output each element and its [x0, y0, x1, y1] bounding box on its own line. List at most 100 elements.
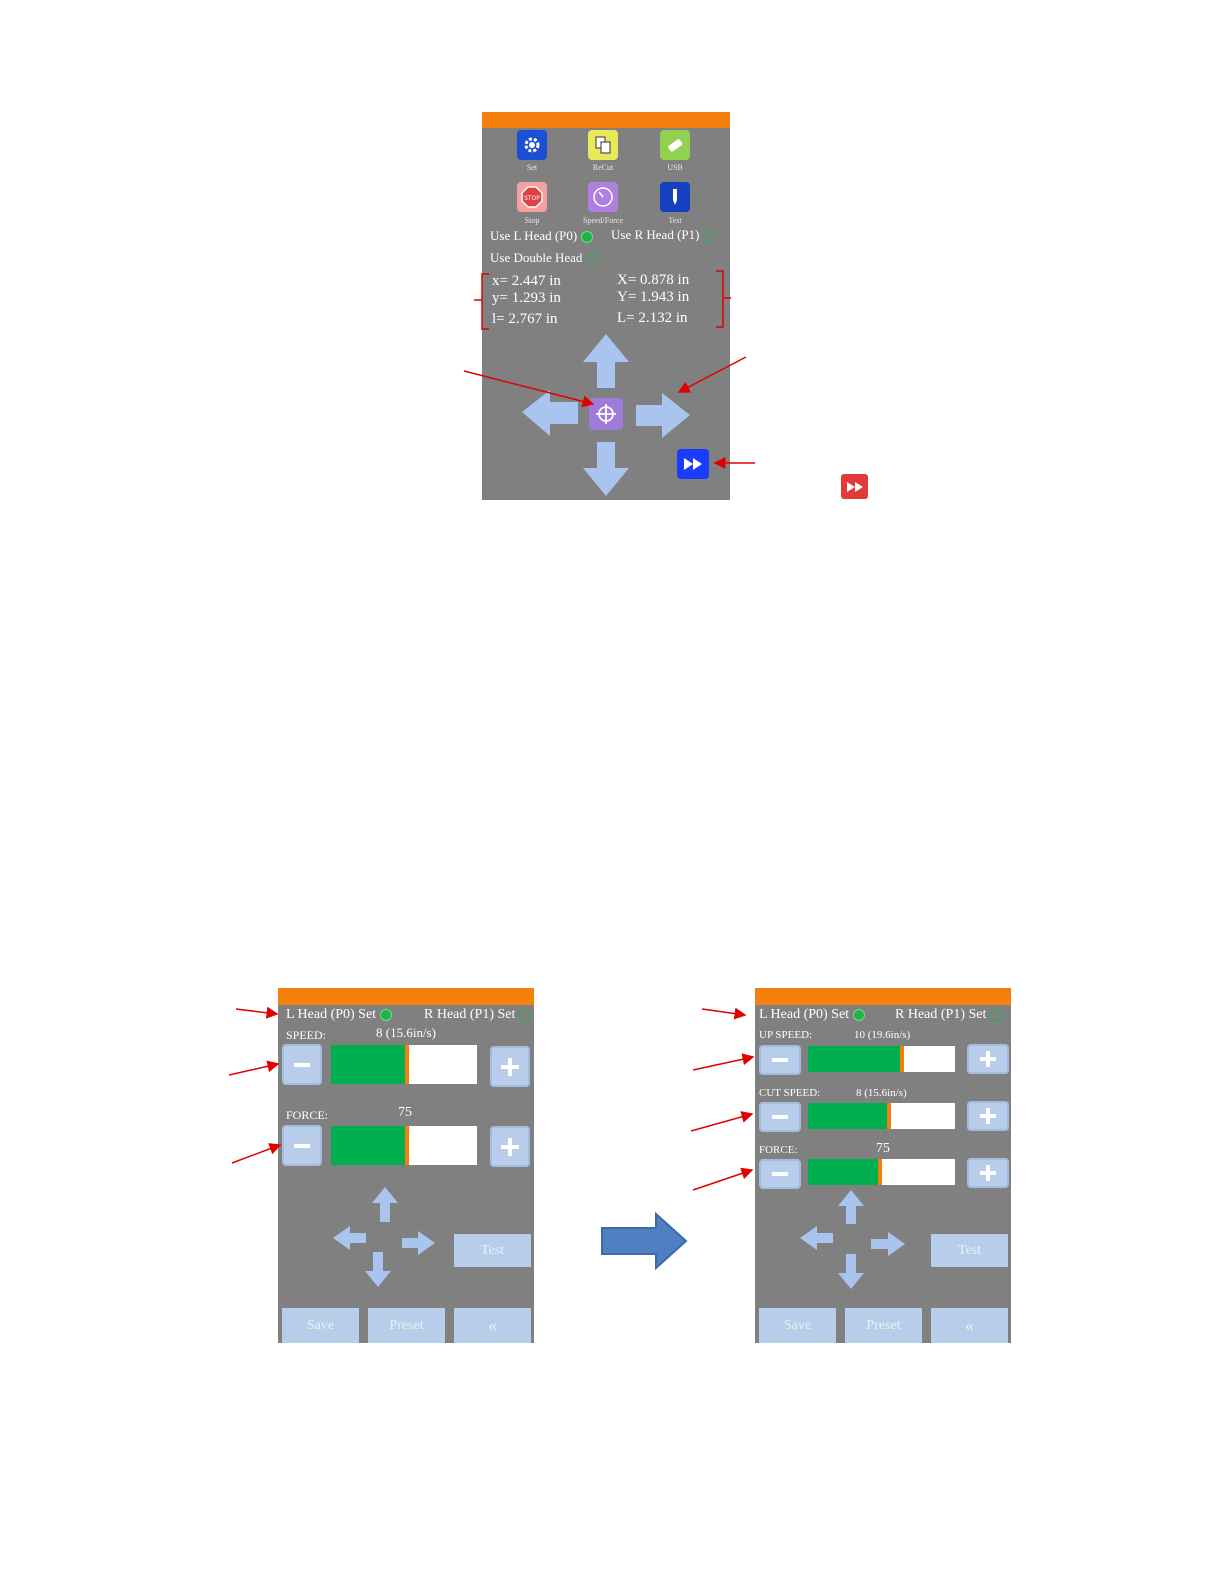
gear-icon — [524, 137, 540, 153]
test-button[interactable]: Test — [931, 1234, 1008, 1267]
save-button[interactable]: Save — [282, 1308, 359, 1343]
arrow-down-icon — [365, 1252, 391, 1287]
recut-label: ReCut — [592, 163, 614, 172]
speed-plus-button[interactable] — [490, 1046, 530, 1087]
arrow-up-icon — [372, 1187, 398, 1222]
title-bar — [278, 988, 534, 1005]
force-value: 75 — [876, 1141, 890, 1156]
speed-minus-button[interactable] — [282, 1044, 322, 1085]
recut-button[interactable] — [588, 130, 618, 160]
top-screen: Set ReCut USB STOP Stop Speed/Force Test — [482, 112, 730, 500]
force-plus-button[interactable] — [967, 1158, 1009, 1188]
r-head-option[interactable]: R Head (P1) Set — [424, 1007, 532, 1023]
transition-arrow-icon — [601, 1212, 688, 1270]
double-head-indicator-icon — [586, 253, 599, 266]
fast-forward-icon — [684, 458, 702, 470]
crosshair-icon — [596, 404, 616, 424]
origin-button[interactable] — [589, 398, 623, 430]
annotation-arrow — [692, 1053, 755, 1071]
cut-speed-plus-button[interactable] — [967, 1101, 1009, 1131]
force-bar[interactable] — [808, 1159, 955, 1185]
minus-icon — [772, 1115, 788, 1119]
jog-pad — [333, 1187, 435, 1287]
arrow-right-icon — [636, 393, 690, 438]
force-plus-button[interactable] — [490, 1126, 530, 1167]
up-speed-bar[interactable] — [808, 1046, 955, 1072]
set-button[interactable] — [517, 130, 547, 160]
cut-speed-label: CUT SPEED: — [759, 1087, 821, 1099]
minus-icon — [772, 1058, 788, 1062]
speed-label: SPEED: — [286, 1028, 327, 1042]
preset-button[interactable]: Preset — [845, 1308, 922, 1343]
speed-force-label: Speed/Force — [583, 216, 623, 225]
test-button[interactable]: Test — [454, 1234, 531, 1267]
test-button[interactable] — [660, 182, 690, 212]
speed-bar[interactable] — [331, 1045, 477, 1084]
back-button[interactable]: « — [931, 1308, 1008, 1343]
annotation-arrow — [690, 1111, 754, 1132]
speed-force-button[interactable] — [588, 182, 618, 212]
use-double-head-label: Use Double Head — [490, 250, 583, 265]
r-head-label: R Head (P1) Set — [895, 1007, 987, 1022]
arrow-right-icon — [871, 1232, 905, 1256]
coord-right-l: L= 2.132 in — [617, 310, 688, 326]
save-button[interactable]: Save — [759, 1308, 836, 1343]
force-minus-button[interactable] — [282, 1125, 322, 1166]
force-label: FORCE: — [759, 1144, 798, 1156]
test-label: Test — [668, 216, 682, 225]
force-label: FORCE: — [286, 1108, 329, 1122]
r-head-option[interactable]: R Head (P1) Set — [895, 1007, 1003, 1023]
speed-value: 8 (15.6in/s) — [376, 1025, 436, 1040]
left-settings-screen: L Head (P0) Set R Head (P1) Set SPEED: 8… — [278, 988, 534, 1343]
arrow-up-icon — [583, 334, 629, 388]
use-l-head-option[interactable]: Use L Head (P0) — [490, 228, 594, 244]
coord-right-x: X= 0.878 in — [617, 272, 690, 288]
right-settings-screen: L Head (P0) Set R Head (P1) Set UP SPEED… — [755, 988, 1011, 1343]
annotation-arrow — [692, 1167, 754, 1191]
force-value: 75 — [398, 1105, 412, 1120]
plus-icon — [980, 1165, 996, 1181]
plus-icon — [501, 1137, 519, 1156]
minus-icon — [294, 1143, 310, 1148]
force-minus-button[interactable] — [759, 1159, 801, 1189]
plus-icon — [501, 1057, 519, 1076]
cut-speed-minus-button[interactable] — [759, 1102, 801, 1132]
recut-icon — [595, 136, 611, 154]
cut-speed-value: 8 (15.6in/s) — [856, 1087, 907, 1099]
l-head-label: L Head (P0) Set — [759, 1007, 850, 1022]
stop-icon: STOP — [521, 186, 543, 208]
up-speed-value: 10 (19.6in/s) — [854, 1029, 911, 1041]
preset-button[interactable]: Preset — [368, 1308, 445, 1343]
usb-button[interactable] — [660, 130, 690, 160]
fast-move-button[interactable] — [677, 449, 709, 479]
title-bar — [482, 112, 730, 128]
up-speed-plus-button[interactable] — [967, 1044, 1009, 1074]
annotation-arrow — [228, 1060, 280, 1076]
back-button[interactable]: « — [454, 1308, 531, 1343]
svg-text:STOP: STOP — [524, 195, 540, 202]
annotation-arrow — [231, 1143, 282, 1164]
coord-left-y: y= 1.293 in — [492, 290, 561, 306]
l-head-indicator-icon — [581, 231, 594, 244]
use-r-head-label: Use R Head (P1) — [611, 227, 700, 242]
arrow-up-icon — [838, 1190, 864, 1224]
l-head-option[interactable]: L Head (P0) Set — [286, 1007, 393, 1023]
annotation-arrow — [701, 1007, 747, 1020]
l-head-option[interactable]: L Head (P0) Set — [759, 1007, 866, 1023]
up-speed-minus-button[interactable] — [759, 1045, 801, 1075]
cut-speed-bar[interactable] — [808, 1103, 955, 1129]
minus-icon — [772, 1172, 788, 1176]
r-head-indicator-icon — [703, 230, 716, 243]
r-head-indicator-icon — [519, 1008, 532, 1021]
use-double-head-option[interactable]: Use Double Head — [490, 250, 599, 266]
arrow-left-icon — [333, 1226, 366, 1250]
minus-icon — [294, 1062, 310, 1067]
force-bar[interactable] — [331, 1126, 477, 1165]
arrow-left-icon — [522, 390, 578, 436]
stop-button[interactable]: STOP — [517, 182, 547, 212]
use-r-head-option[interactable]: Use R Head (P1) — [611, 227, 716, 243]
up-speed-label: UP SPEED: — [759, 1029, 813, 1041]
l-head-indicator-icon — [853, 1008, 866, 1021]
red-fast-forward-icon — [841, 474, 868, 499]
plus-icon — [980, 1051, 996, 1067]
